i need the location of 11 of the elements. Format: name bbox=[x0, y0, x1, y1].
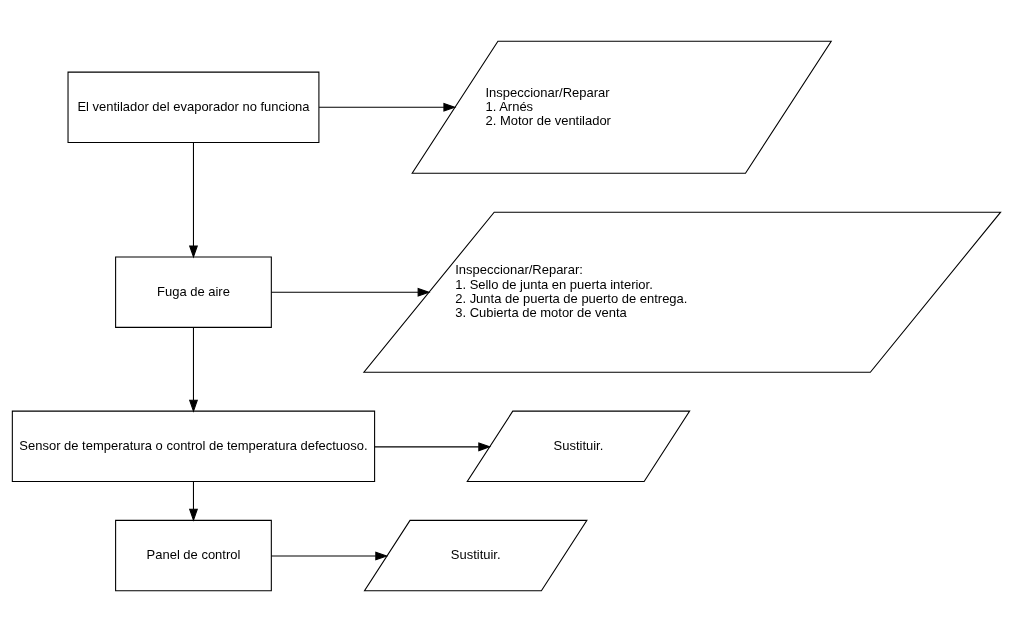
arrow bbox=[270, 551, 389, 561]
arrow bbox=[270, 287, 431, 297]
arrow bbox=[318, 102, 457, 112]
arrow bbox=[188, 327, 198, 413]
arrow bbox=[374, 442, 492, 452]
node-box: Fuga de aire bbox=[115, 256, 272, 328]
node-box: Sensor de temperatura o control de temperatura defectuoso. bbox=[11, 410, 376, 482]
node-box: El ventilador del evaporador no funciona bbox=[67, 71, 320, 143]
node-box: Panel de control bbox=[115, 519, 272, 592]
arrow bbox=[188, 480, 198, 522]
arrow bbox=[188, 141, 198, 259]
